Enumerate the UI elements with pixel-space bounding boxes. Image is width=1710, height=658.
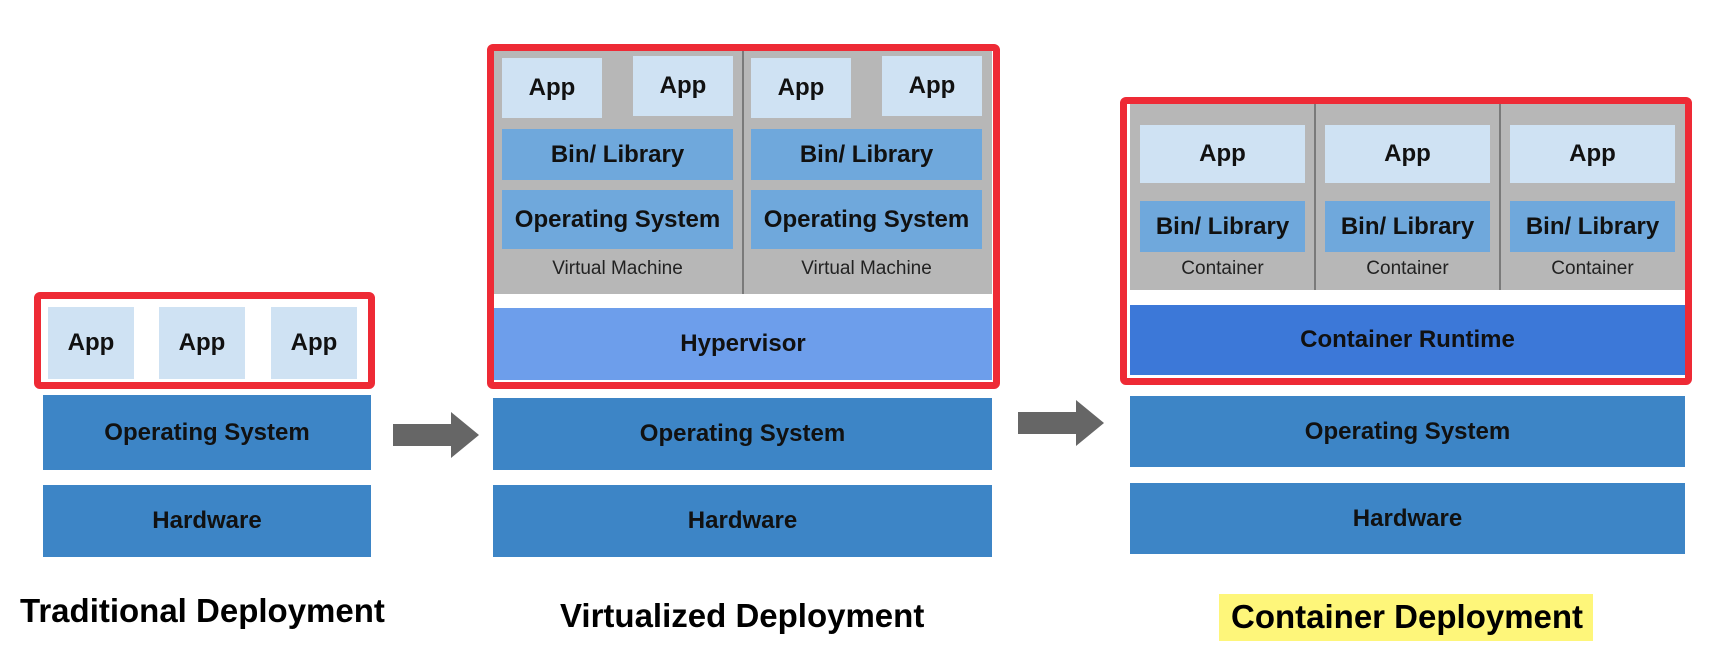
traditional-app-3: App (271, 307, 357, 379)
container-divider-2 (1499, 104, 1501, 290)
vm-divider (742, 50, 744, 294)
container-divider-1 (1314, 104, 1316, 290)
container2-label: Container (1366, 258, 1449, 279)
vm2-label: Virtual Machine (801, 258, 932, 279)
traditional-hardware: Hardware (43, 485, 371, 557)
container1-bin-library: Bin/ Library (1140, 201, 1305, 252)
container3-label: Container (1551, 258, 1634, 279)
vm1-os: Operating System (502, 190, 733, 249)
vm1-label: Virtual Machine (552, 258, 683, 279)
vm2-app-1: App (751, 58, 851, 118)
container-runtime: Container Runtime (1130, 305, 1685, 375)
container2-bin-library: Bin/ Library (1325, 201, 1490, 252)
container2-app: App (1325, 125, 1490, 183)
hypervisor: Hypervisor (494, 308, 992, 380)
right-arrow-icon (1018, 400, 1104, 446)
container1-label: Container (1181, 258, 1264, 279)
vm2-os: Operating System (751, 190, 982, 249)
virtualized-os: Operating System (493, 398, 992, 470)
virtualized-frame (487, 44, 1000, 389)
container3-bin-library: Bin/ Library (1510, 201, 1675, 252)
traditional-os: Operating System (43, 395, 371, 470)
container-frame (1120, 97, 1692, 385)
container3-app: App (1510, 125, 1675, 183)
right-arrow-icon (393, 412, 479, 458)
container-hardware: Hardware (1130, 483, 1685, 554)
container-title: Container Deployment (1219, 594, 1594, 641)
traditional-app-2: App (159, 307, 245, 379)
virtualized-hardware: Hardware (493, 485, 992, 557)
vm2-bin-library: Bin/ Library (751, 129, 982, 180)
traditional-app-1: App (48, 307, 134, 379)
traditional-app-frame (34, 292, 375, 389)
vm1-app-2: App (633, 56, 733, 116)
virtualized-title: Virtualized Deployment (560, 597, 925, 634)
vm2-app-2: App (882, 56, 982, 116)
container-os: Operating System (1130, 396, 1685, 467)
container1-app: App (1140, 125, 1305, 183)
vm1-app-1: App (502, 58, 602, 118)
traditional-title: Traditional Deployment (20, 592, 385, 629)
vm1-bin-library: Bin/ Library (502, 129, 733, 180)
